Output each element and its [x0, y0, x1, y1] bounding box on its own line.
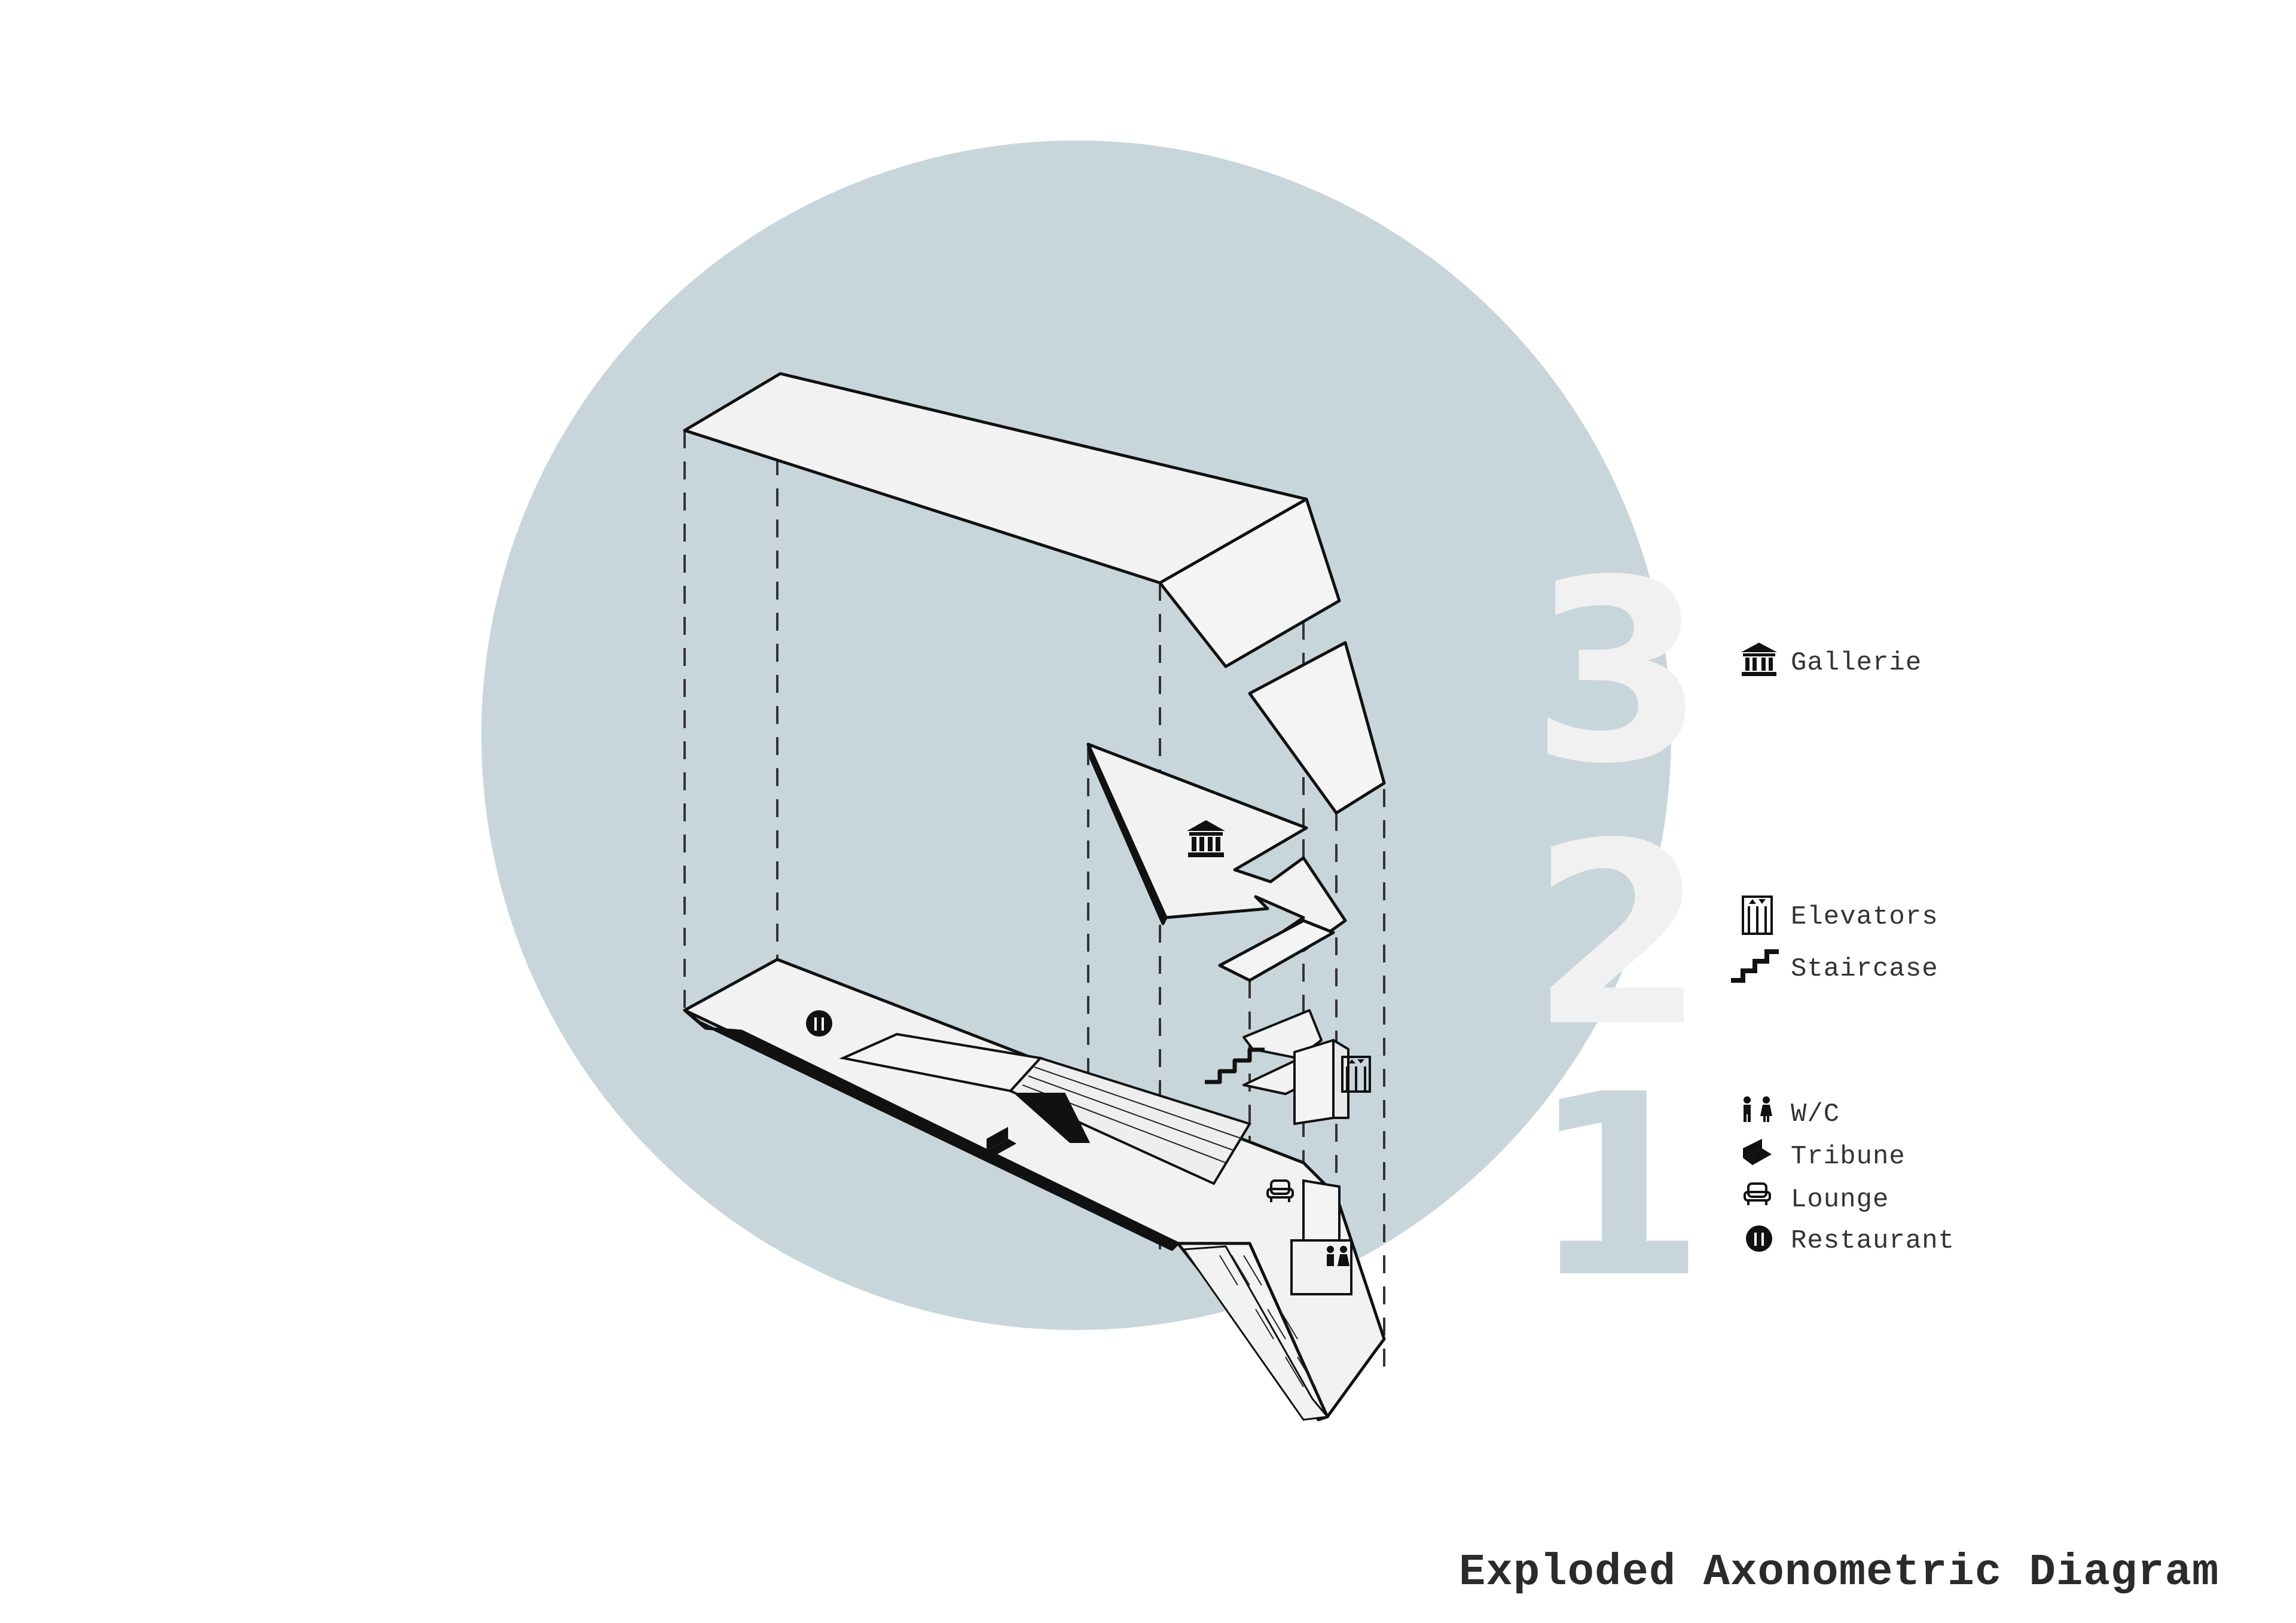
legend-wc-icon: [1744, 1096, 1772, 1122]
floor-number-2: 2: [1531, 790, 1705, 1082]
legend-wc-label: W/C: [1791, 1099, 1840, 1129]
legend-gallerie-label: Gallerie: [1791, 648, 1922, 678]
tribune-seating: [839, 1032, 1252, 1185]
tribune-icon-plan: [987, 1127, 1016, 1156]
lower-staircase: [1182, 1245, 1329, 1421]
legend-staircase-label: Staircase: [1791, 954, 1938, 984]
vertical-circulation-core: [1205, 1009, 1349, 1125]
legend-tribune-label: Tribune: [1791, 1142, 1906, 1172]
legend-elevators-icon: [1742, 895, 1773, 935]
diagram-title: Exploded Axonometric Diagram: [1459, 1548, 2219, 1598]
wc-icon-plan: [1327, 1246, 1349, 1266]
legend-staircase-icon: [1731, 949, 1779, 983]
restaurant-icon-plan: [806, 1010, 832, 1037]
elevator-icon: [1341, 1056, 1371, 1093]
gallery-icon: [1187, 820, 1225, 857]
roof-slab: [683, 372, 1386, 815]
legend-lounge-icon: [1744, 1182, 1771, 1205]
legend-restaurant-label: Restaurant: [1791, 1226, 1955, 1256]
legend-elevators-label: Elevators: [1791, 902, 1938, 932]
lounge-icon-plan: [1266, 1179, 1294, 1202]
legend-lounge-label: Lounge: [1791, 1185, 1889, 1215]
legend-gallerie-icon: [1741, 643, 1777, 676]
wc-block: [1290, 1179, 1352, 1295]
legend-tribune-icon: [1743, 1139, 1772, 1165]
legend: Gallerie Elevators Staircase W/C: [1731, 643, 1955, 1256]
floor-number-1: 1: [1531, 1041, 1705, 1333]
legend-restaurant-icon: [1746, 1225, 1772, 1252]
floor-number-3: 3: [1531, 527, 1705, 819]
